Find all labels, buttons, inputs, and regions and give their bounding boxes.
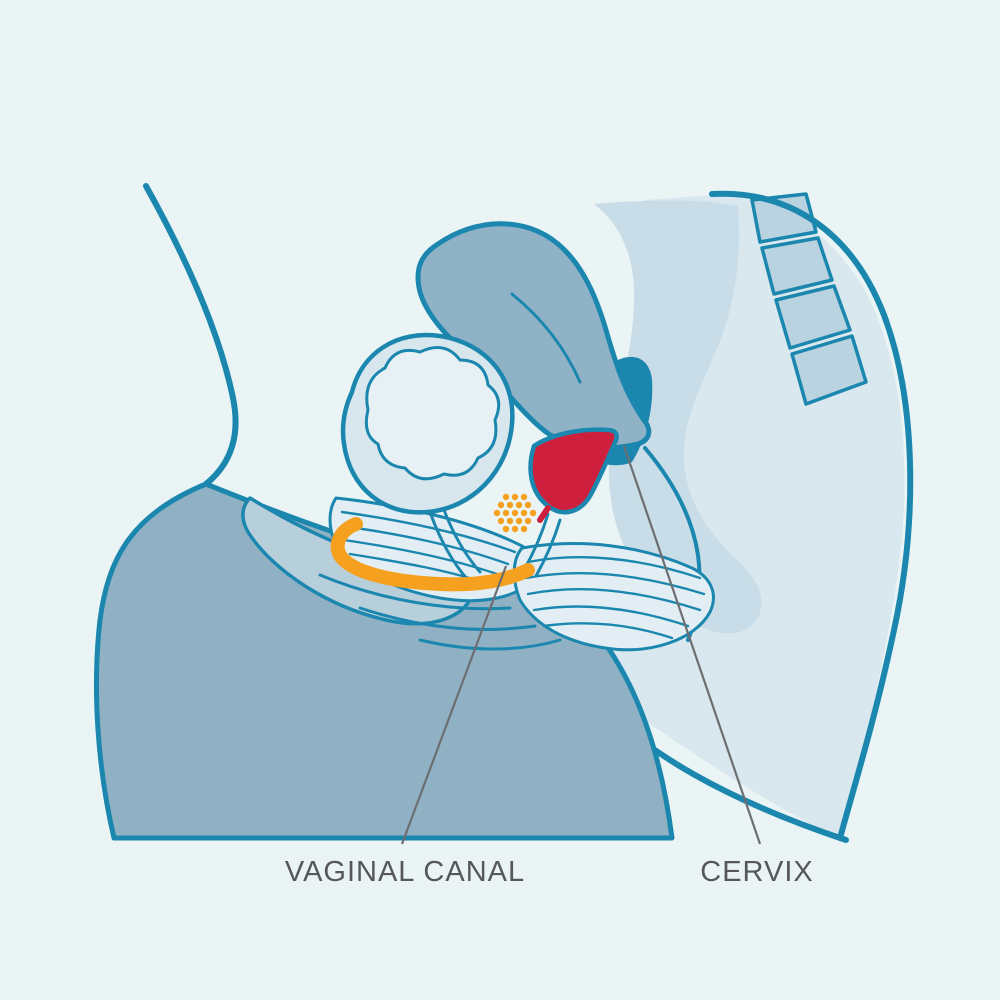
abdomen-outline [143,183,239,487]
muscle-striation [532,605,690,628]
orange-highlight-swoosh [330,517,535,592]
uterine-cavity-line [510,292,582,384]
label-vaginal-canal: VAGINAL CANAL [284,856,526,888]
vertebra-segment [774,284,852,350]
cup-stem [537,505,551,523]
fold-line [418,638,562,651]
vertebra-segment [790,334,868,406]
muscle-striation [340,524,510,566]
urethra-line [442,508,482,574]
label-cervix: CERVIX [700,856,814,888]
urethra-line [428,510,470,582]
muscle-striation [524,572,706,596]
vertebra-segment [760,236,834,296]
bladder-inner-wall [364,346,501,481]
sacrum [594,200,762,634]
muscle-striation [526,556,702,580]
cervix-leader-line [622,445,762,845]
back-outline [709,190,914,841]
muscle-striation [542,622,674,640]
vertebra-segment [750,192,818,244]
fold-line [318,573,512,611]
fold-line [358,606,537,631]
menstrual-cup [528,427,619,515]
uterus [415,221,652,451]
stipple-dots [493,493,537,533]
vaginal-canal-line [534,518,562,578]
muscle-striation [342,538,502,577]
vaginal-canal-leader-line [400,565,508,845]
muscle-striation [340,510,517,554]
